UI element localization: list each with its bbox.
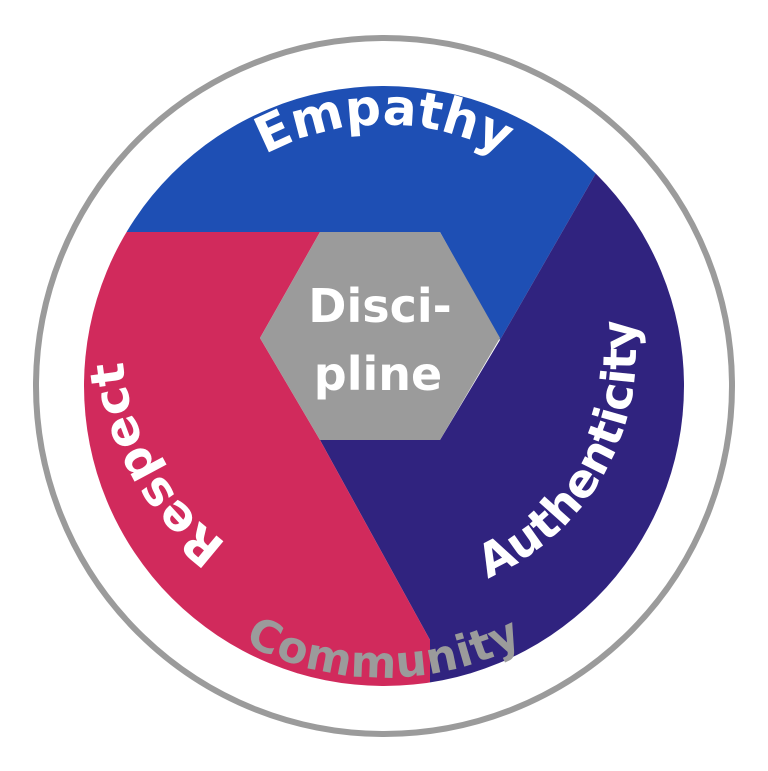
discipline-label-line2: pline	[314, 347, 442, 401]
discipline-hexagon	[260, 232, 500, 440]
discipline-label-line1: Disci-	[308, 279, 451, 333]
